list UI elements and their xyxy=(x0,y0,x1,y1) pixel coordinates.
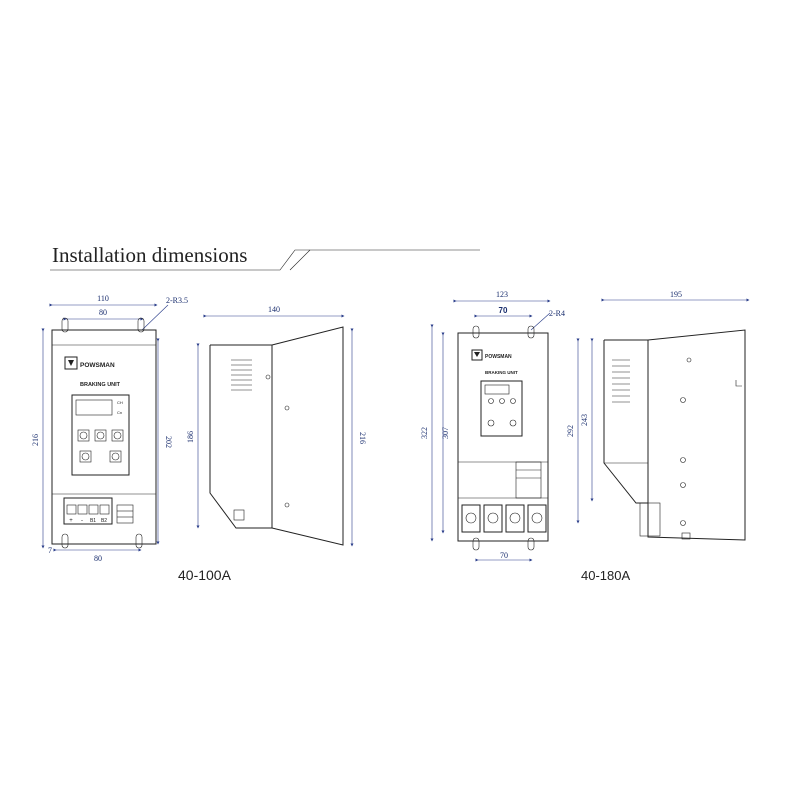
model2-front-view: 123 70 2-R4 322 307 70 POWSMAN BRAKING U… xyxy=(420,290,565,562)
m2-front-width-outer: 123 xyxy=(496,290,508,299)
m1-terminal-b2: B2 xyxy=(101,518,107,524)
model1-label: 40-100A xyxy=(178,567,232,583)
m1-key xyxy=(109,450,122,463)
m1-bottom-offset: 7 xyxy=(48,546,52,555)
m1-terminal-plus: + xyxy=(69,518,73,524)
m1-terminal-minus: - xyxy=(81,518,83,524)
m2-front-height-outer: 322 xyxy=(420,427,429,439)
model1-front-view: 110 80 2-R3.5 216 202 7 80 POWSMAN BRAKI… xyxy=(31,294,188,563)
m1-terminal-block xyxy=(63,497,113,525)
m1-side-height-left: 186 xyxy=(186,431,195,443)
model2-label: 40-180A xyxy=(581,568,630,583)
m1-key xyxy=(79,450,92,463)
m1-key xyxy=(77,429,90,442)
m1-display xyxy=(75,399,113,416)
m2-front-width-inner: 70 xyxy=(499,306,508,315)
m1-bottom-width: 80 xyxy=(94,554,102,563)
brand-logo-icon xyxy=(471,349,483,361)
model2-side-view: 195 292 243 xyxy=(566,290,750,541)
m1-hole-spec: 2-R3.5 xyxy=(166,296,188,305)
m1-side-depth: 140 xyxy=(268,305,280,314)
m2-display xyxy=(484,384,510,395)
m1-side-height-right: 216 xyxy=(358,432,367,444)
m1-led-cn: Cn xyxy=(117,410,122,415)
m1-key xyxy=(111,429,124,442)
m1-key xyxy=(94,429,107,442)
m1-panel-title: BRAKING UNIT xyxy=(80,382,121,388)
m2-front-height-inner: 307 xyxy=(441,427,450,439)
m2-brand: POWSMAN xyxy=(485,354,512,360)
m1-brand: POWSMAN xyxy=(80,362,115,369)
m1-front-height-inner: 202 xyxy=(164,436,173,448)
m2-bottom-width: 70 xyxy=(500,551,508,560)
m2-side-height-left: 292 xyxy=(566,425,575,437)
m2-side-depth: 195 xyxy=(670,290,682,299)
m2-panel-title: BRAKING UNIT xyxy=(485,370,518,375)
page-title: Installation dimensions xyxy=(52,243,247,267)
m1-front-width-inner: 80 xyxy=(99,308,107,317)
brand-logo-icon xyxy=(64,356,78,370)
m1-front-width-outer: 110 xyxy=(97,294,109,303)
model1-side-view: 140 186 216 xyxy=(186,305,367,547)
m1-terminal-b1: B1 xyxy=(90,518,96,524)
m1-front-height-outer: 216 xyxy=(31,434,40,446)
m2-terminal-block xyxy=(461,504,547,533)
title-underline xyxy=(50,249,480,271)
m1-led-ch: CH xyxy=(117,400,123,405)
m2-hole-spec: 2-R4 xyxy=(549,309,565,318)
m2-side-height-right: 243 xyxy=(580,414,589,426)
